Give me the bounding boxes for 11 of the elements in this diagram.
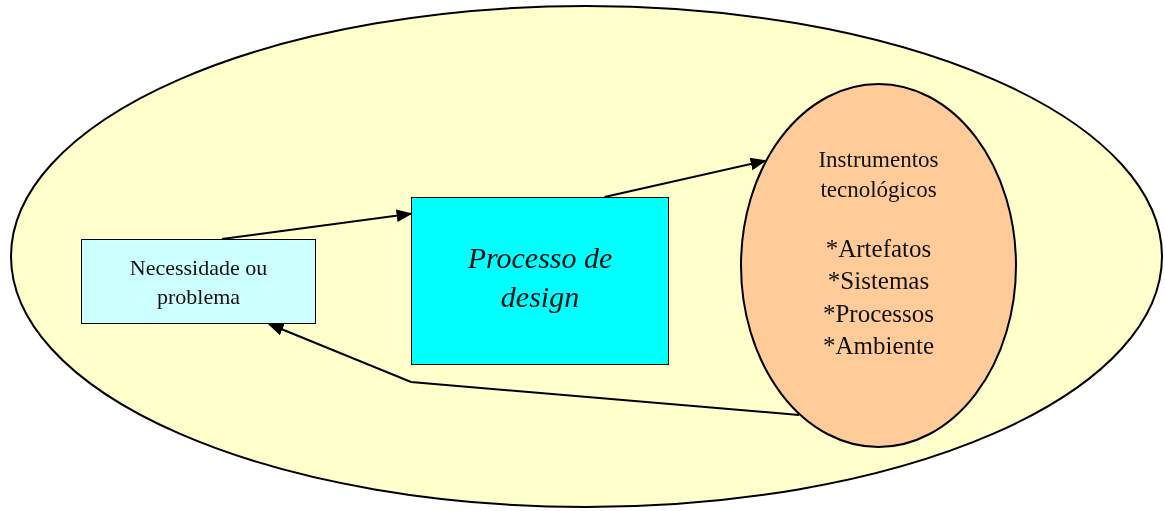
arrow — [221, 209, 413, 240]
node-label: Necessidade ou problema — [128, 254, 269, 311]
node-label: Instrumentos tecnológicos — [817, 146, 940, 204]
circle-node — [740, 83, 1017, 448]
ellipse-region — [10, 5, 1163, 508]
process-box — [81, 239, 316, 324]
item-list: *Artefatos *Sistemas *Processos *Ambiente — [803, 232, 954, 363]
arrow — [603, 157, 767, 198]
node-label: Processo de design — [466, 240, 614, 315]
process-box — [411, 197, 669, 365]
arrow — [267, 323, 801, 416]
